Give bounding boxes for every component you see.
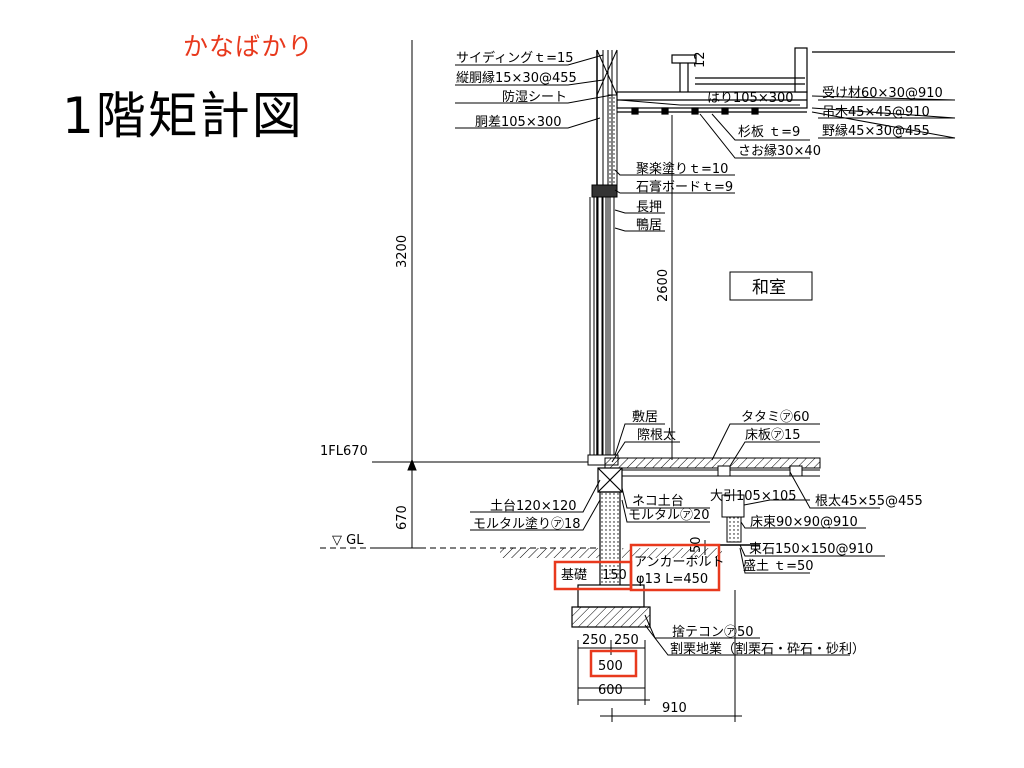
label-moisture-sheet: 防湿シート [502,89,567,105]
label-obiki: 大引105×105 [710,489,797,504]
label-anchor-bolt-2: φ13 L=450 [636,572,708,587]
page-title: 1階矩計図 [62,87,304,145]
room-label: 和室 [752,278,786,298]
floor-assembly [604,457,821,546]
dim-gl: ▽ GL [332,533,364,548]
label-cedar-board: 杉板 ｔ=9 [738,125,800,140]
highlight-boxes [553,543,721,678]
dim-1fl: 1FL670 [320,444,368,459]
label-anchor-bolt-1: アンカーボルト [634,555,724,570]
width-dimensions [577,590,742,722]
label-mortar-coat: モルタル塗り㋐18 [473,516,581,532]
window-frame [587,184,619,466]
room-label-box [729,271,813,301]
dim-3200: 3200 [395,235,410,268]
dim-500: 500 [598,659,623,674]
label-hanger: 吊木45×45@910 [822,105,930,120]
dim-600: 600 [598,683,623,698]
label-mortar: モルタル㋐20 [628,508,710,523]
label-shikii: 敷居 [632,410,658,425]
label-foundation: 基礎 [561,568,587,583]
label-joist: 野縁45×30@455 [822,123,930,139]
label-floor-board: 床板㋐15 [745,428,801,443]
annotation-texts: サイディングｔ=15 縦胴縁15×30@455 防湿シート 胴差105×300 … [320,50,943,716]
label-siding: サイディングｔ=15 [456,50,574,66]
label-furring: 縦胴縁15×30@455 [456,70,577,86]
label-sutecon: 捨テコン㋐50 [672,624,754,640]
label-tsukaishi: 束石150×150@910 [749,542,873,557]
label-tsuka: 床束90×90@910 [750,515,858,530]
label-neda: 根太45×55@455 [815,494,923,509]
label-sill: 土台120×120 [490,499,577,514]
title-reading: かなばかり [183,32,314,61]
label-receiver: 受け材60×30@910 [822,86,943,101]
foundation [320,467,722,628]
dim-150: 150 [602,568,627,583]
dim-12: 12 [693,51,708,68]
dim-910: 910 [662,701,687,716]
label-gypsum: 石膏ボードｔ=9 [636,179,733,195]
label-beam: はり105×300 [707,91,794,106]
dim-670: 670 [395,505,410,530]
dim-2600: 2600 [656,269,671,302]
label-fill: 盛土 ｔ=50 [743,559,814,574]
label-kamoi: 鴨居 [636,218,662,233]
leader-lines [455,54,956,656]
label-tatami: タタミ㋐60 [741,410,810,425]
label-neko-dodai: ネコ土台 [632,494,684,509]
label-plaster: 聚楽塗りｔ=10 [636,161,728,177]
label-post: 胴差105×300 [475,115,562,130]
label-batten: さお縁30×40 [738,143,821,159]
dim-50: 50 [689,536,704,553]
label-gravel: 割栗地業（割栗石・砕石・砂利） [670,641,865,657]
dim-250-right: 250 [614,633,639,648]
height-dimensions [372,40,588,549]
dim-250-left: 250 [582,633,607,648]
label-kiwa-neda: 際根太 [637,428,676,443]
label-nageshi: 長押 [636,200,662,215]
